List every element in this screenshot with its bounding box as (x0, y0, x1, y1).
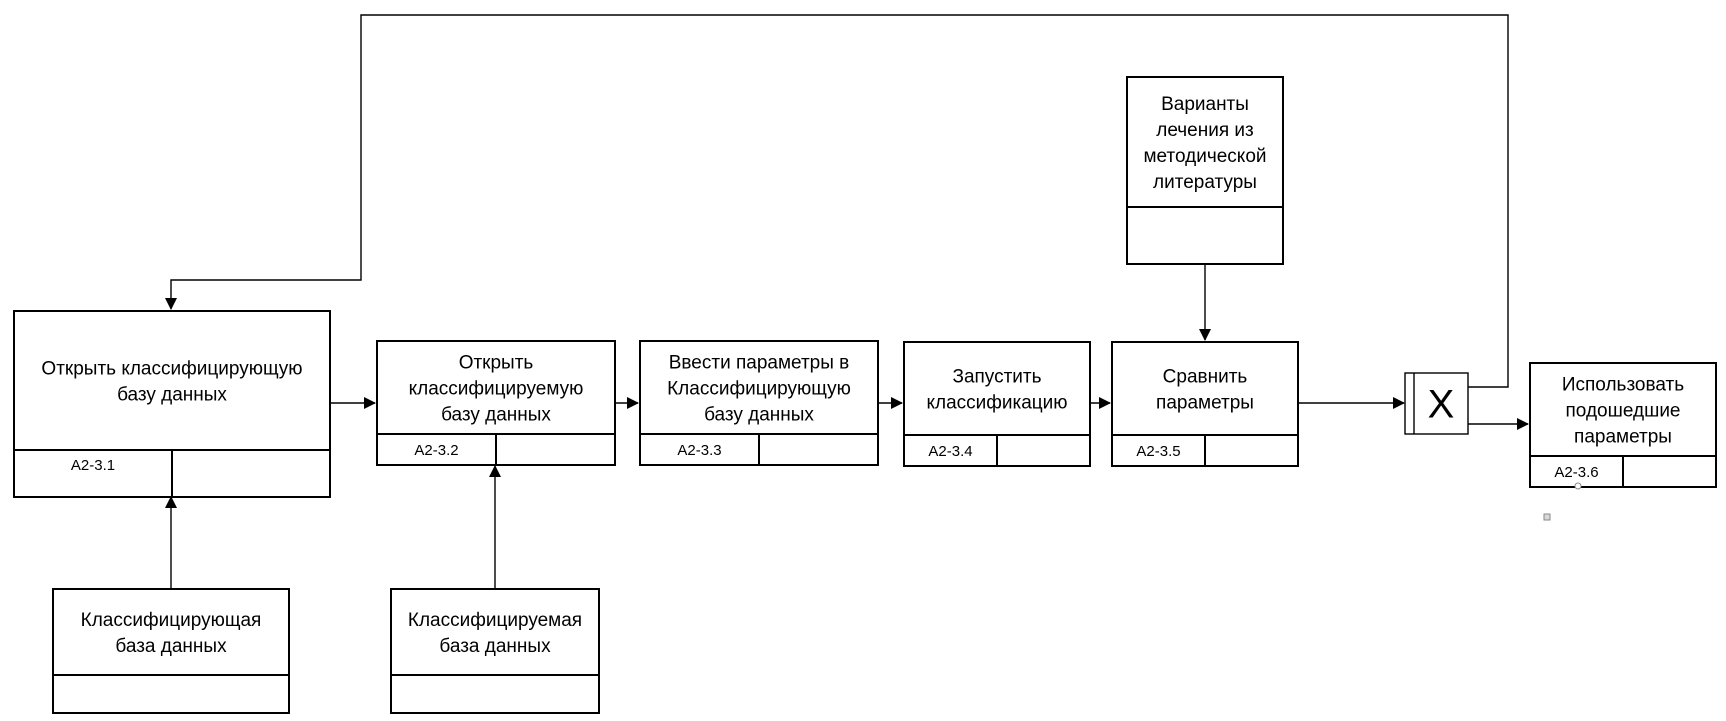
uob-label-line: классификацию (926, 393, 1067, 414)
uob-label-line: Открыть (459, 353, 534, 374)
uob-label-line: Открыть классифицирующую (41, 359, 302, 380)
junction-frame (1404, 372, 1469, 435)
uob-number: A2-3.1 (71, 457, 115, 474)
referent-label-line: Варианты (1161, 94, 1249, 115)
junction-x[interactable]: X (1404, 372, 1469, 435)
referent-label-line: литературы (1153, 172, 1257, 193)
uob-label-line: Запустить (952, 367, 1041, 388)
referent-label-line: Классифицируемая (408, 610, 582, 631)
uob-label-line: параметры (1156, 393, 1254, 414)
referent-classifying-db[interactable]: Классифицирующая база данных (52, 588, 290, 714)
selection-handle[interactable] (1574, 482, 1582, 490)
selection-handle-square[interactable] (1543, 513, 1551, 521)
uob-number: A2-3.4 (928, 443, 972, 460)
shapes: Открыть классифицирующую базу данныхA2-3.… (13, 76, 1717, 714)
connectors (165, 14, 1529, 589)
uob-label-line: базу данных (704, 405, 814, 426)
uob-number: A2-3.2 (414, 442, 458, 459)
uob-label-line: Ввести параметры в (669, 353, 850, 374)
uob-label-line: Классифицирующую (667, 379, 851, 400)
referent-label-line: методической (1143, 146, 1266, 167)
referent-label-line: база данных (115, 636, 227, 657)
loop-back-arrow[interactable] (165, 14, 1509, 388)
uob-number: A2-3.5 (1136, 443, 1180, 460)
referent-frame (52, 588, 290, 714)
junction-label: X (1428, 383, 1455, 427)
uob-label-line: классифицируемую (409, 379, 584, 400)
referent-frame (390, 588, 600, 714)
referent-label-line: лечения из (1156, 120, 1254, 141)
referent-classified-db[interactable]: Классифицируемая база данных (390, 588, 600, 714)
uob-label-line: Использовать (1562, 375, 1684, 396)
referent-treatment-variants[interactable]: Варианты лечения из методической литературы (1126, 76, 1284, 265)
uob-label-line: Сравнить (1163, 367, 1248, 388)
referent-label-line: база данных (439, 636, 551, 657)
uob-number: A2-3.3 (677, 442, 721, 459)
uob-label-line: базу данных (441, 405, 551, 426)
uob-label-line: параметры (1574, 427, 1672, 448)
uob-number: A2-3.6 (1554, 464, 1598, 481)
uob-box-enter-params[interactable]: Ввести параметры в Классифицирующую базу д… (639, 340, 879, 466)
referent-frame (1126, 76, 1284, 265)
referent-label-line: Классифицирующая (81, 610, 262, 631)
uob-label-line: базу данных (117, 385, 227, 406)
uob-box-open-classifying-db[interactable]: Открыть классифицирующую базу данныхA2-3.… (13, 310, 331, 498)
uob-label-line: подошедшие (1566, 401, 1681, 422)
